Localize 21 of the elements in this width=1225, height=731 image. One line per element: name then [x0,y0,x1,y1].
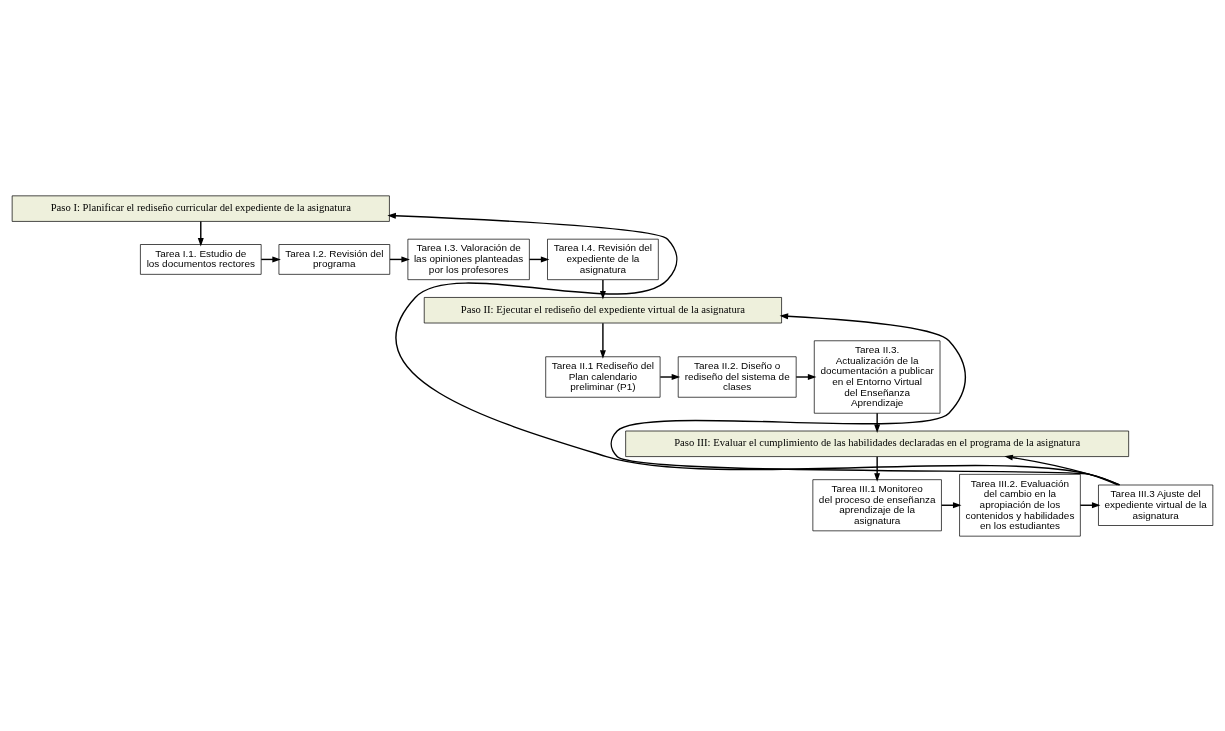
arrow [874,455,881,482]
node-box: Tarea I.3. Valoración de las opiniones planteadas por los profesores [407,238,530,280]
node-box: Tarea III.2. Evaluación del cambio en la apropiación de los contenidos y habilidades en los estudiantes [959,473,1081,536]
node-box: Tarea III.1 Monitoreo del proceso de enseñanza aprendizaje de la asignatura [812,478,942,531]
arrow [599,322,606,359]
node-box: Tarea III.3 Ajuste del expediente virtual de la asignatura [1098,484,1214,526]
node-box: Tarea II.2. Diseño o rediseño del sistema de clases [677,355,797,398]
arrow [599,278,606,300]
arrow [795,373,817,380]
node-box: Tarea I.2. Revisión del programa [278,243,391,275]
node-box: Tarea II.1 Rediseño del Plan calendario preliminar (P1) [545,355,661,398]
arrow [610,312,1121,486]
node-box: Tarea II.3. Actualización de la documentación a publicar en el Entorno Virtual del Enseñanza Aprendizaje [813,339,941,414]
node-box: Tarea I.4. Revisión del expediente de la asignatura [547,238,659,280]
arrow [874,412,881,433]
node-box: Paso II: Ejecutar el rediseño del expediente virtual de la asignatura [423,296,782,323]
node-box: Paso III: Evaluar el cumplimiento de las habilidades declaradas en el programa de la asignatura [625,430,1129,457]
arrow [659,373,681,380]
arrow [1004,454,1119,486]
node-box: Paso I: Planificar el rediseño curricular del expediente de la asignatura [11,195,390,222]
node-box: Tarea I.1. Estudio de los documentos rectores [140,243,262,275]
